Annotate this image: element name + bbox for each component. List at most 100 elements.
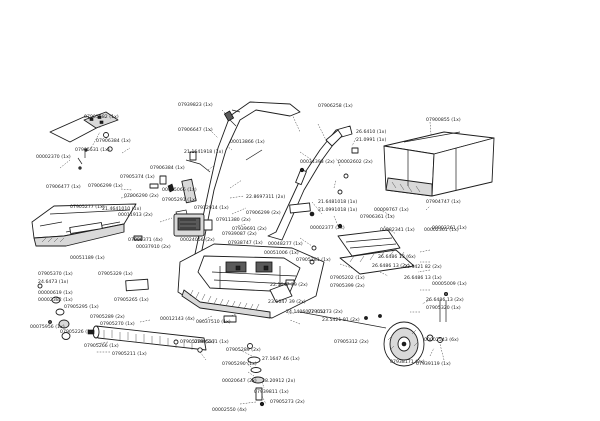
part-callout: 07900855 (1x) [426, 118, 461, 123]
part-callout: 26.6486 13 (1x) [404, 276, 442, 281]
part-callout: 00002361 (1x) [424, 228, 459, 233]
part-callout: 07906647 (1x) [178, 128, 213, 133]
part-callout: 07905291 (1x) [162, 198, 197, 203]
part-callout: 00037510 (1x) [196, 320, 231, 325]
part-callout: 00024056 (2x) [180, 238, 215, 243]
part-callout: 00051189 (1x) [70, 256, 105, 261]
part-callout: 07905582 (1x) [84, 115, 119, 120]
wheel-hardware [426, 291, 448, 343]
part-callout: 07905281 (1x) [296, 258, 331, 263]
part-callout: 07905370 (1x) [38, 272, 73, 277]
part-callout: 07905329 (1x) [98, 272, 133, 277]
part-callout: 00037910 (2x) [136, 245, 171, 250]
part-callout: 00048277 (1x) [268, 242, 303, 247]
part-callout: 07905270 (1x) [100, 322, 135, 327]
motor-clip [125, 175, 175, 292]
front-cover [31, 203, 137, 247]
part-callout: 00020647 (2x) [222, 379, 257, 384]
grass-collector [383, 131, 495, 197]
part-callout: 21.4641010 (1x) [102, 207, 142, 212]
part-callout: 07905531 (1x) [75, 148, 110, 153]
part-callout: 07906299 (2x) [246, 211, 281, 216]
part-callout: 07905202 (1x) [330, 276, 365, 281]
part-callout: 07905320 (1x) [426, 306, 461, 311]
part-callout: 07904747 (1x) [426, 200, 461, 205]
part-callout: 21.6481018 (1x) [318, 200, 358, 205]
part-callout: 00005009 (1x) [432, 282, 467, 287]
part-callout: 00034393 (2x) [300, 160, 335, 165]
lower-hardware [173, 315, 265, 407]
part-callout: 00009767 (1x) [374, 208, 409, 213]
part-callout: 00082341 (1x) [380, 228, 415, 233]
part-callout: 28.20912 (2x) [262, 379, 296, 384]
part-callout: 07939823 (1x) [178, 103, 213, 108]
part-callout: 07905273 (2x) [308, 310, 343, 315]
part-callout: 23.5421 91 (2x) [322, 318, 360, 323]
cable-lever [175, 151, 211, 231]
part-callout: 24.1406072 (1x) [286, 310, 326, 315]
part-callout: 07906371 (4x) [128, 238, 163, 243]
part-callout: 07938747 (1x) [228, 241, 263, 246]
part-callout: 00002370 (1x) [36, 155, 71, 160]
motor [173, 213, 213, 237]
part-callout: 07906299 (1x) [88, 184, 123, 189]
part-callout: 07905271 (1x) [194, 340, 229, 345]
part-callout: 07905277 (1x) [70, 205, 105, 210]
part-callout: 23.1647 39 (2x) [268, 300, 306, 305]
part-callout: 07905290 (1x) [222, 362, 257, 367]
part-callout: 07905265 (1x) [114, 298, 149, 303]
part-callout: 22.1647 39 (2x) [270, 283, 308, 288]
part-callout: 26.6410 (1x) [356, 130, 387, 135]
part-callout: 07939087 (2x) [222, 232, 257, 237]
part-callout: 07905226 (1x) [60, 330, 95, 335]
mounting-plate [49, 111, 119, 170]
part-callout: 07905295 (1x) [64, 305, 99, 310]
part-callout: 00051006 (1x) [264, 251, 299, 256]
part-callout: 07905211 (1x) [112, 352, 147, 357]
part-callout: 00002550 (4x) [212, 408, 247, 413]
part-callout: 07905374 (1x) [120, 175, 155, 180]
part-callout: 07939119 (1x) [416, 362, 451, 367]
part-callout: 26.6486 13 (6x) [378, 255, 416, 260]
part-callout: 07906384 (1x) [96, 139, 131, 144]
part-callout: 07905289 (2x) [90, 315, 125, 320]
rear-wheel [383, 321, 425, 367]
part-callout: 00012143 (4x) [160, 317, 195, 322]
part-callout: 21.1641918 (1x) [184, 150, 224, 155]
side-fasteners [285, 147, 359, 285]
part-callout: 26.6486 13 (2x) [372, 264, 410, 269]
part-callout: 00011913 (2x) [118, 213, 153, 218]
part-callout: 27.1647 46 (1x) [262, 357, 300, 362]
part-callout: 00002543 (6x) [424, 338, 459, 343]
part-callout: 07939811 (1x) [254, 390, 289, 395]
part-callout: 07912914 (1x) [194, 206, 229, 211]
part-callout: 07906290 (2x) [124, 194, 159, 199]
part-callout: 24.6473 (1x) [38, 280, 69, 285]
housing-deck [177, 243, 325, 319]
rear-axle [299, 311, 396, 342]
part-callout: 07905312 (2x) [334, 340, 369, 345]
part-callout: 00002377 (2x) [310, 226, 345, 231]
part-callout: 07905289 (2x) [226, 348, 261, 353]
part-callout: 07906384 (1x) [150, 166, 185, 171]
part-callout: 07906477 (1x) [46, 185, 81, 190]
part-callout: 21.0991018 (1x) [318, 208, 358, 213]
part-callout: 07905289 (2x) [180, 340, 215, 345]
part-callout: 00075956 (1x) [30, 325, 65, 330]
part-callout: 07905266 (1x) [84, 344, 119, 349]
part-callout: 07906361 (1x) [360, 215, 395, 220]
part-callout: 07939691 (2x) [232, 227, 267, 232]
part-callout: 21.0991 (1x) [356, 138, 387, 143]
left-washers [37, 283, 71, 340]
rear-flap [337, 229, 415, 275]
part-callout: 00002602 (2x) [338, 160, 373, 165]
scarifier-roller [87, 325, 207, 351]
part-callout: 22.8697311 (2x) [246, 195, 286, 200]
part-callout: 00002382 (1x) [38, 298, 73, 303]
part-callout: 07905399 (2x) [330, 284, 365, 289]
part-callout: 23.5421 82 (2x) [404, 265, 442, 270]
part-callout: 00013866 (1x) [230, 140, 265, 145]
part-callout: 26.6486 13 (2x) [426, 298, 464, 303]
